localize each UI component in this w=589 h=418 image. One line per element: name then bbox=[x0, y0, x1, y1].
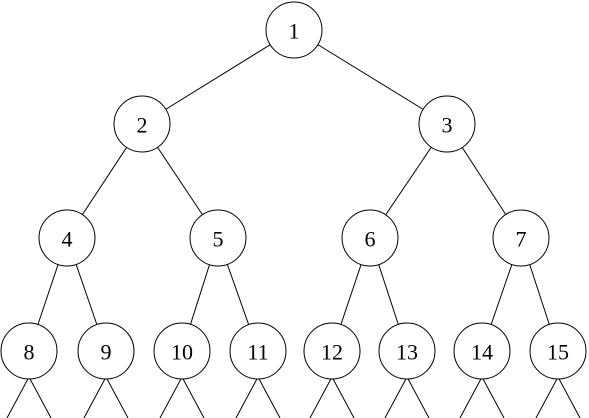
tree-continuation-stubs bbox=[6, 376, 581, 418]
node-label: 5 bbox=[213, 227, 224, 252]
tree-node-1: 1 bbox=[265, 1, 323, 59]
node-circle bbox=[229, 322, 287, 380]
node-label: 3 bbox=[442, 113, 453, 138]
continuation-edge-right-15 bbox=[557, 376, 581, 418]
node-circle bbox=[492, 209, 550, 267]
node-label: 7 bbox=[516, 227, 527, 252]
continuation-edge-left-10 bbox=[159, 376, 183, 418]
tree-node-5: 5 bbox=[189, 209, 247, 267]
continuation-edge-left-9 bbox=[83, 376, 107, 418]
continuation-edge-right-8 bbox=[28, 376, 52, 418]
tree-node-7: 7 bbox=[492, 209, 550, 267]
node-label: 12 bbox=[321, 340, 343, 365]
node-circle bbox=[153, 322, 211, 380]
tree-edge-1-2 bbox=[141, 29, 295, 125]
continuation-edge-right-12 bbox=[331, 376, 355, 418]
node-label: 6 bbox=[365, 227, 376, 252]
tree-node-15: 15 bbox=[529, 322, 587, 380]
node-label: 14 bbox=[471, 340, 493, 365]
node-circle bbox=[418, 95, 476, 153]
tree-node-8: 8 bbox=[0, 322, 58, 380]
node-label: 1 bbox=[289, 19, 300, 44]
tree-edges bbox=[28, 29, 559, 352]
continuation-edge-left-12 bbox=[309, 376, 333, 418]
continuation-edge-left-15 bbox=[535, 376, 559, 418]
node-label: 9 bbox=[101, 340, 112, 365]
tree-node-6: 6 bbox=[341, 209, 399, 267]
node-circle bbox=[378, 322, 436, 380]
node-label: 11 bbox=[247, 340, 268, 365]
continuation-edge-right-13 bbox=[406, 376, 430, 418]
node-label: 4 bbox=[62, 227, 73, 252]
tree-node-3: 3 bbox=[418, 95, 476, 153]
node-label: 8 bbox=[24, 340, 35, 365]
node-circle bbox=[0, 322, 58, 380]
node-circle bbox=[341, 209, 399, 267]
continuation-edge-left-8 bbox=[6, 376, 30, 418]
node-circle bbox=[77, 322, 135, 380]
tree-node-11: 11 bbox=[229, 322, 287, 380]
continuation-edge-right-11 bbox=[257, 376, 281, 418]
tree-node-2: 2 bbox=[113, 95, 171, 153]
continuation-edge-right-9 bbox=[105, 376, 129, 418]
node-circle bbox=[303, 322, 361, 380]
tree-node-10: 10 bbox=[153, 322, 211, 380]
tree-node-12: 12 bbox=[303, 322, 361, 380]
node-circle bbox=[189, 209, 247, 267]
tree-edge-1-3 bbox=[293, 29, 448, 125]
node-label: 10 bbox=[171, 340, 193, 365]
node-circle bbox=[38, 209, 96, 267]
node-label: 15 bbox=[547, 340, 569, 365]
node-label: 13 bbox=[396, 340, 418, 365]
continuation-edge-right-14 bbox=[481, 376, 505, 418]
node-label: 2 bbox=[137, 113, 148, 138]
continuation-edge-left-13 bbox=[384, 376, 408, 418]
tree-node-14: 14 bbox=[453, 322, 511, 380]
continuation-edge-right-10 bbox=[181, 376, 205, 418]
continuation-edge-left-14 bbox=[459, 376, 483, 418]
tree-node-4: 4 bbox=[38, 209, 96, 267]
node-circle bbox=[113, 95, 171, 153]
node-circle bbox=[529, 322, 587, 380]
node-circle bbox=[453, 322, 511, 380]
node-circle bbox=[265, 1, 323, 59]
tree-node-13: 13 bbox=[378, 322, 436, 380]
continuation-edge-left-11 bbox=[235, 376, 259, 418]
tree-node-9: 9 bbox=[77, 322, 135, 380]
